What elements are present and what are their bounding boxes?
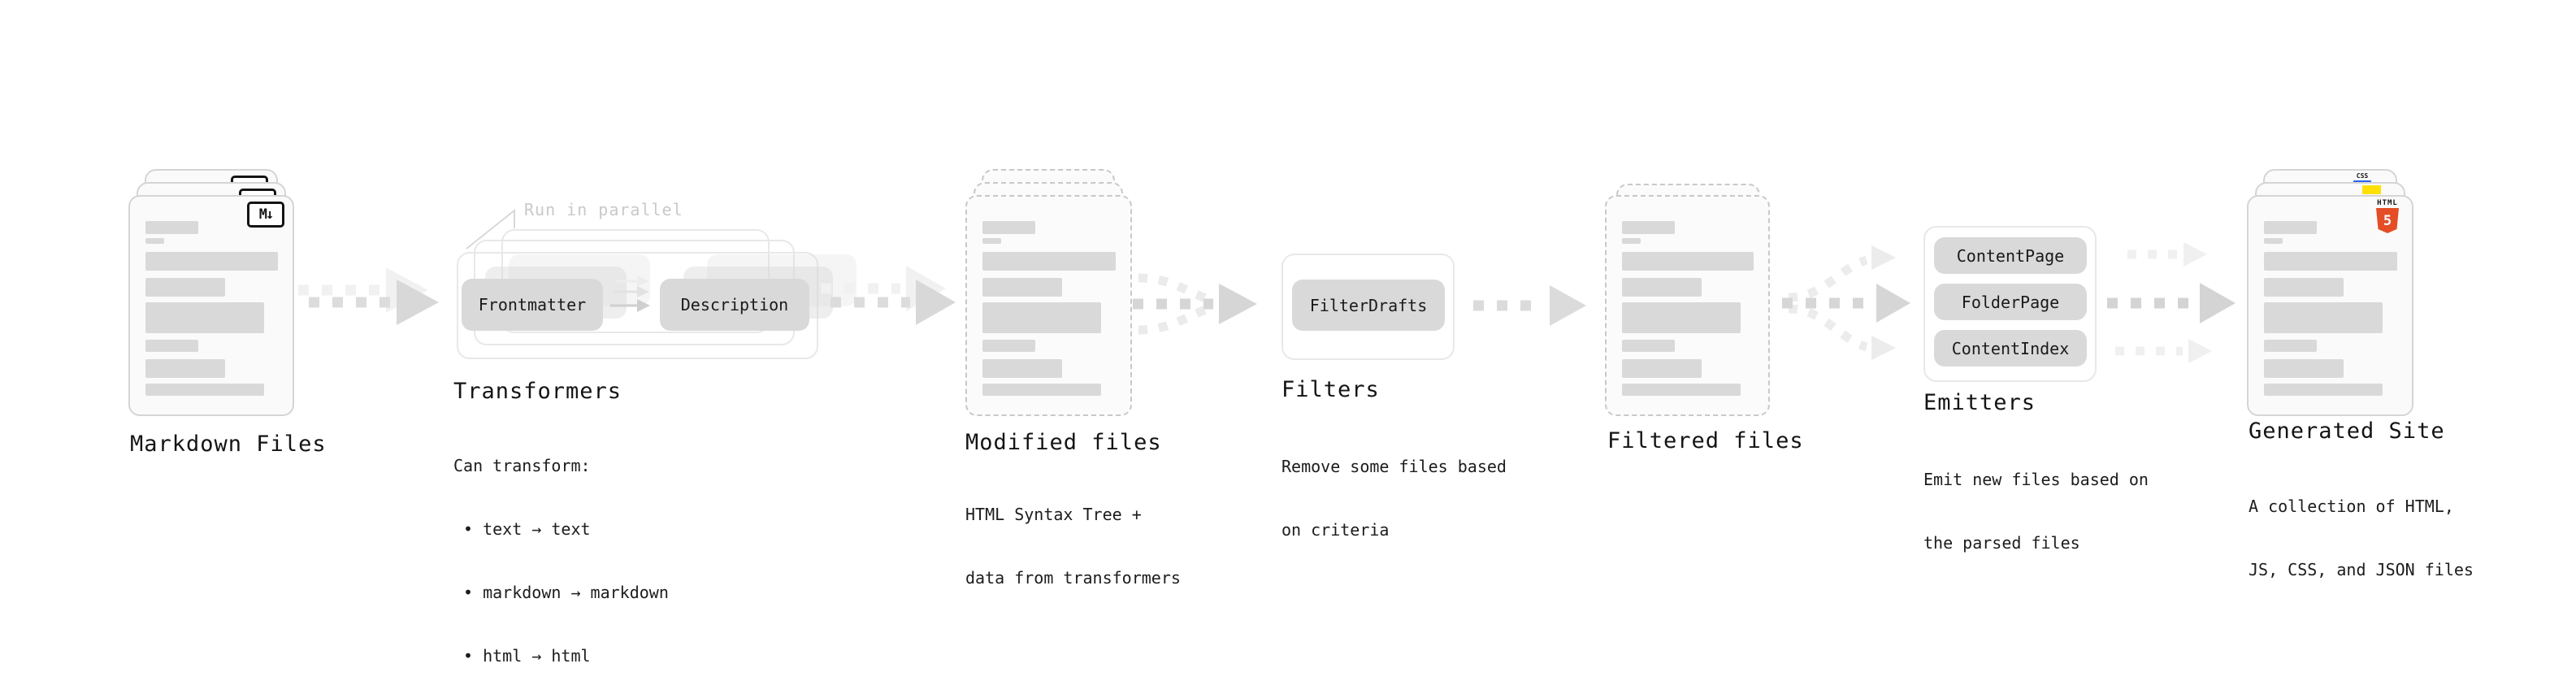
- doc-content-bar: [1622, 384, 1741, 396]
- doc-content-bar: [982, 278, 1062, 297]
- doc-content-bar: [982, 252, 1116, 271]
- generated-site-note: A collection of HTML, JS, CSS, and JSON …: [2249, 453, 2474, 622]
- doc-content-bar: [1622, 221, 1675, 234]
- html5-icon-number: 5: [2383, 212, 2392, 229]
- folder-page-box: FolderPage: [1934, 284, 2087, 320]
- doc-content-bar: [2264, 278, 2344, 297]
- emitters-note: Emit new files based on the parsed files: [1923, 427, 2149, 596]
- modified-files-note: HTML Syntax Tree + data from transformer…: [965, 462, 1181, 631]
- doc-content-bar: [1622, 278, 1702, 297]
- transformers-title: Transformers: [453, 379, 622, 404]
- modified-file-card-front: [965, 195, 1132, 416]
- transformer-container-front: [457, 252, 818, 359]
- doc-content-bar: [145, 302, 264, 333]
- doc-content-bar: [982, 359, 1062, 378]
- generated-file-card-front: HTML 5: [2247, 195, 2413, 416]
- emitters-title: Emitters: [1923, 390, 2036, 415]
- arrow-modified-to-filters: [1133, 273, 1257, 335]
- doc-content-bar: [1622, 302, 1741, 333]
- doc-content-bar: [2264, 302, 2383, 333]
- markdown-files-title: Markdown Files: [130, 432, 327, 457]
- arrow-filters-to-filtered: [1473, 285, 1586, 326]
- doc-content-bar: [2264, 252, 2397, 271]
- note-line: • markdown → markdown: [463, 583, 669, 602]
- markdown-file-card-front: M↓: [128, 195, 294, 416]
- doc-content-bar: [1622, 359, 1702, 378]
- doc-content-bar: [145, 221, 198, 234]
- doc-content-bar: [1622, 252, 1754, 271]
- note-line: HTML Syntax Tree +: [965, 505, 1142, 524]
- filters-note: Remove some files based on criteria: [1281, 414, 1507, 583]
- arrow-emitters-to-generated-top: [2127, 242, 2207, 267]
- doc-content-bar: [982, 302, 1101, 333]
- doc-content-bar: [1622, 340, 1675, 352]
- note-line: Emit new files based on: [1923, 470, 2149, 489]
- doc-content-bar: [145, 384, 264, 396]
- content-index-box: ContentIndex: [1934, 330, 2087, 367]
- doc-content-bar: [145, 238, 164, 244]
- doc-content-bar: [982, 238, 1001, 244]
- note-line: JS, CSS, and JSON files: [2249, 560, 2474, 579]
- arrow-filtered-to-emitters: [1782, 245, 1910, 360]
- html5-icon: HTML 5: [2373, 199, 2402, 233]
- arrow-markdown-to-transformers-ghost: [298, 267, 428, 313]
- doc-content-bar: [982, 221, 1035, 234]
- arrow-markdown-to-transformers: [309, 280, 439, 325]
- doc-content-bar: [2264, 384, 2383, 396]
- filtered-files-title: Filtered files: [1607, 428, 1804, 453]
- note-line: data from transformers: [965, 568, 1181, 588]
- content-page-box: ContentPage: [1934, 237, 2087, 274]
- note-line: Can transform:: [453, 456, 591, 475]
- doc-content-bar: [2264, 238, 2283, 244]
- doc-content-bar: [2264, 359, 2344, 378]
- doc-content-placeholder: [2264, 197, 2397, 396]
- doc-content-bar: [2264, 221, 2317, 234]
- note-line: • text → text: [463, 519, 591, 539]
- description-box: Description: [660, 279, 809, 331]
- js-file-icon: [2362, 185, 2381, 194]
- doc-content-bar: [145, 359, 225, 378]
- css-icon-label: CSS: [2356, 172, 2369, 180]
- transformers-note: Can transform: • text → text • markdown …: [453, 413, 669, 681]
- doc-content-placeholder: [982, 197, 1116, 396]
- frontmatter-box: Frontmatter: [462, 279, 603, 331]
- filters-title: Filters: [1281, 377, 1380, 402]
- doc-content-bar: [1622, 238, 1641, 244]
- filter-drafts-box: FilterDrafts: [1292, 280, 1445, 331]
- note-line: A collection of HTML,: [2249, 497, 2454, 516]
- filtered-file-card-front: [1605, 195, 1770, 416]
- doc-content-bar: [2264, 340, 2317, 352]
- doc-content-bar: [145, 278, 225, 297]
- doc-content-bar: [145, 340, 198, 352]
- doc-content-placeholder: [145, 197, 278, 396]
- doc-content-bar: [982, 384, 1101, 396]
- note-line: • html → html: [463, 646, 591, 666]
- doc-content-placeholder: [1622, 197, 1754, 396]
- note-line: Remove some files based: [1281, 457, 1507, 476]
- emitters-container: [1923, 226, 2097, 382]
- html5-icon-word: HTML: [2377, 199, 2398, 207]
- doc-content-bar: [982, 340, 1035, 352]
- html5-icon-shield: 5: [2376, 208, 2399, 233]
- generated-site-title: Generated Site: [2249, 419, 2445, 444]
- run-in-parallel-annotation: Run in parallel: [524, 200, 683, 219]
- modified-files-title: Modified files: [965, 430, 1162, 455]
- arrow-emitters-to-generated-middle: [2107, 283, 2236, 323]
- doc-content-bar: [145, 252, 278, 271]
- filters-container: [1281, 254, 1455, 360]
- note-line: the parsed files: [1923, 533, 2080, 553]
- markdown-icon: M↓: [247, 202, 284, 228]
- note-line: on criteria: [1281, 520, 1390, 540]
- arrow-emitters-to-generated-bottom: [2115, 339, 2212, 363]
